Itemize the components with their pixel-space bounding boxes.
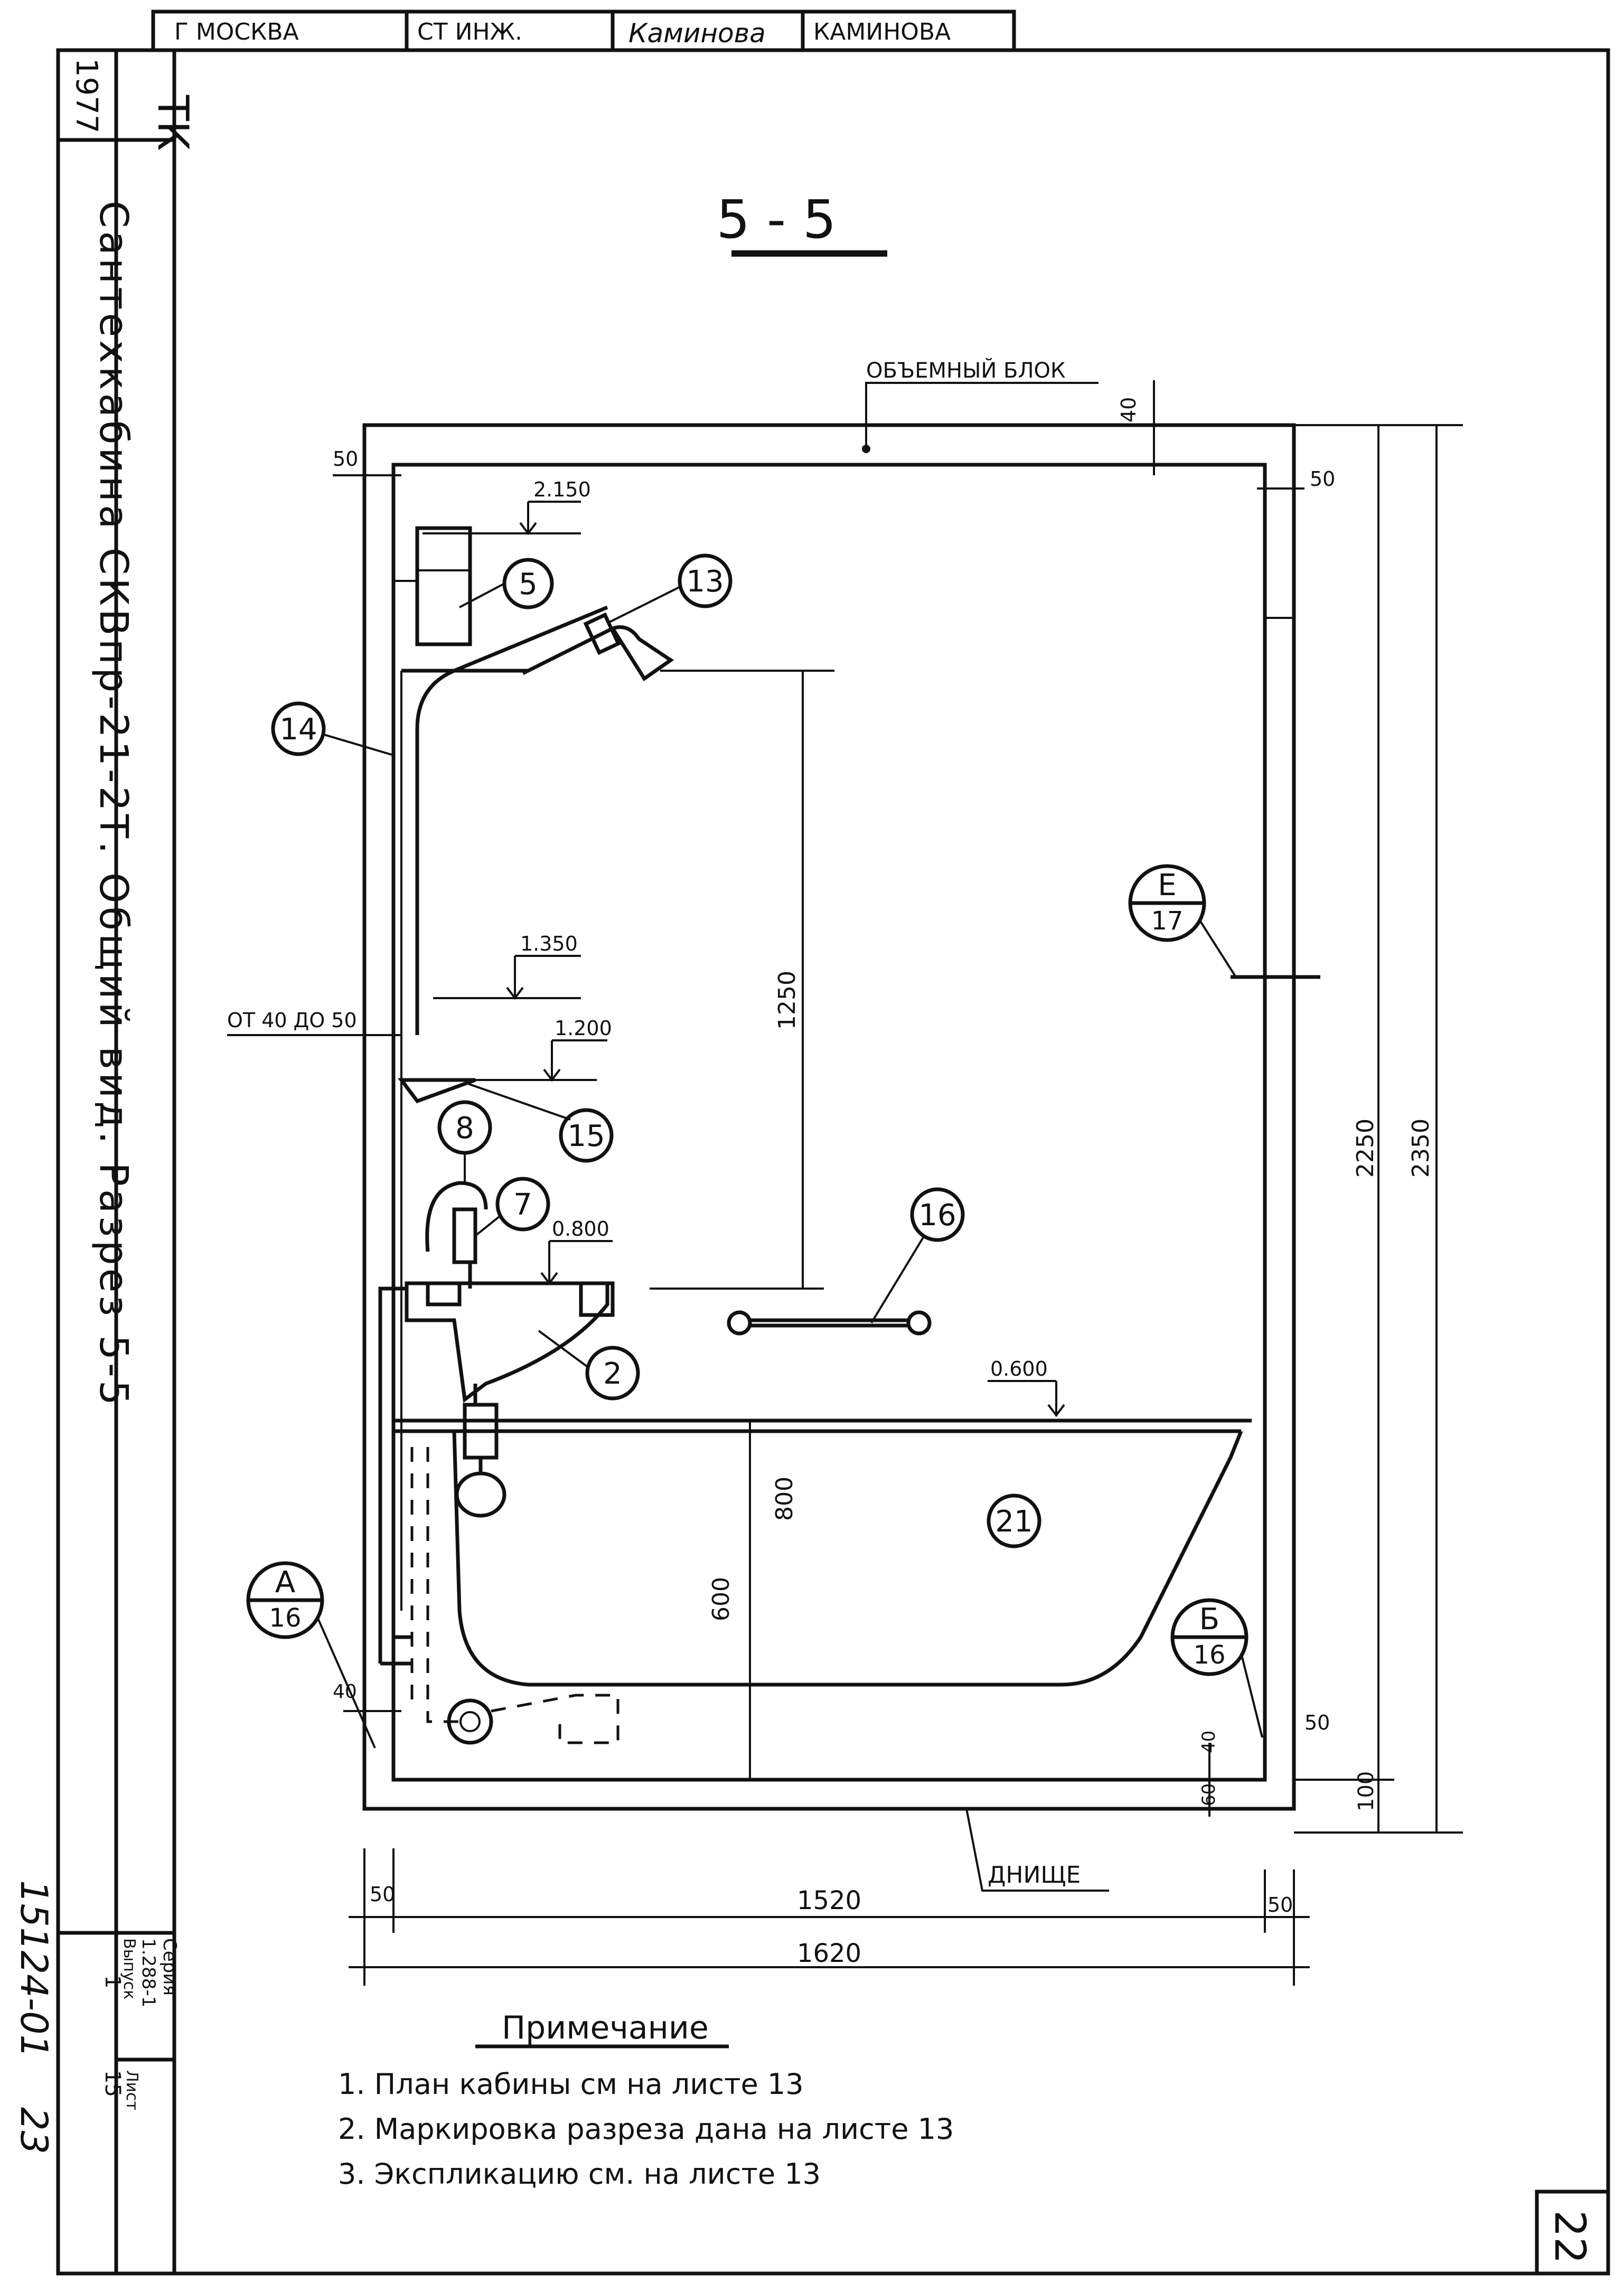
- signature-text: Каминова: [628, 18, 766, 49]
- svg-text:16: 16: [269, 1603, 301, 1633]
- svg-text:17: 17: [1151, 906, 1183, 936]
- svg-text:16: 16: [918, 1198, 956, 1233]
- callout-5: 5: [459, 558, 554, 609]
- section-title: 5 - 5: [717, 189, 837, 250]
- faucet-spout: [425, 1181, 488, 1252]
- year-text: 1977: [69, 58, 104, 134]
- top-strip: [151, 10, 1016, 52]
- dim-1250: 1250: [774, 971, 801, 1030]
- org-text: ТК: [148, 95, 198, 151]
- page-number-box: [1535, 2190, 1610, 2276]
- dim-40-top: 40: [1117, 397, 1140, 422]
- level-1200-mark: 1.200: [433, 1017, 612, 1082]
- washbasin: [405, 1281, 609, 1403]
- svg-text:7: 7: [513, 1188, 532, 1222]
- basin-bracket-left: [426, 1281, 462, 1307]
- dim-2350: 2350: [1407, 1119, 1434, 1178]
- bottom-label: ДНИЩЕ: [988, 1862, 1081, 1889]
- tub-drain: [447, 1698, 493, 1745]
- note-2: 2. Маркировка разреза дана на листе 13: [338, 2112, 954, 2146]
- archive-sub: 23: [12, 2107, 55, 2154]
- series-value: 1.288-1: [138, 1938, 159, 2007]
- svg-text:5: 5: [519, 567, 538, 602]
- level-0600: 0.600: [990, 1357, 1048, 1380]
- dim-50-left-w: 50: [370, 1883, 395, 1906]
- dim-100: 100: [1354, 1771, 1378, 1811]
- level-1350: 1.350: [520, 932, 578, 955]
- grab-bar: [727, 1310, 932, 1336]
- basin-bracket-right: [579, 1281, 615, 1317]
- callout-14: 14: [271, 701, 394, 756]
- level-2150-mark: 2.150: [423, 478, 591, 535]
- issue-label: Выпуск: [120, 1938, 138, 1999]
- description-text: Сантехкабина СКВпр-21-2Т. Общий вид. Раз…: [91, 201, 136, 1408]
- dim-1520: 1520: [797, 1886, 861, 1915]
- issue-value: 1: [100, 1975, 125, 1988]
- note-1: 1. План кабины см на листе 13: [338, 2068, 804, 2101]
- dim-50-left: 50: [333, 447, 358, 471]
- volume-block-label: ОБЪЕМНЫЙ БЛОК: [866, 358, 1065, 383]
- svg-text:16: 16: [1193, 1640, 1225, 1670]
- city-text: Г МОСКВА: [174, 18, 299, 45]
- water-pipe-1: [378, 1286, 393, 1664]
- callout-2: 2: [538, 1330, 640, 1401]
- svg-text:Е: Е: [1158, 868, 1176, 903]
- siphon-bulb: [455, 1471, 506, 1518]
- cabin-outer-wall: [362, 423, 1296, 1811]
- level-0600-mark: 0.600: [988, 1357, 1065, 1417]
- notes-heading: Примечание: [502, 2009, 709, 2046]
- archive-number: 15124-01: [12, 1880, 55, 2058]
- dim-50-right-low: 50: [1304, 1711, 1330, 1734]
- svg-text:15: 15: [567, 1119, 605, 1153]
- section-mark-e: Е 17: [1128, 864, 1237, 978]
- callout-15: 15: [559, 1108, 614, 1163]
- dim-1620: 1620: [797, 1939, 861, 1968]
- series-label: Серия: [159, 1938, 180, 1996]
- water-pipe-2: [391, 1286, 412, 1639]
- dim-50-right-w: 50: [1268, 1893, 1293, 1916]
- name-text: КАМИНОВА: [813, 18, 951, 45]
- volume-block-leader: [865, 382, 1099, 449]
- svg-text:2: 2: [603, 1357, 622, 1391]
- section-mark-a: А 16: [246, 1561, 376, 1749]
- shower-head: [609, 625, 674, 681]
- level-0800-mark: 0.800: [540, 1217, 613, 1285]
- dim-2250: 2250: [1352, 1119, 1379, 1178]
- shower-hose: [415, 605, 608, 1035]
- cabin-inner-wall: [391, 463, 1267, 1782]
- callout-13: 13: [607, 553, 733, 624]
- dim-50-right: 50: [1310, 467, 1335, 491]
- svg-text:Б: Б: [1199, 1602, 1219, 1637]
- callout-16: 16: [870, 1187, 965, 1324]
- shower-bar: [522, 626, 614, 675]
- callout-7: 7: [474, 1177, 550, 1237]
- bottom-leader: [965, 1808, 1109, 1892]
- electrical-box: [415, 526, 472, 646]
- dim-40-left-low: 40: [333, 1681, 357, 1703]
- svg-text:8: 8: [455, 1111, 474, 1145]
- dim-800: 800: [771, 1477, 798, 1521]
- role-text: СТ ИНЖ.: [417, 18, 522, 45]
- level-0800: 0.800: [552, 1217, 609, 1241]
- callout-21: 21: [987, 1493, 1041, 1548]
- sheet-label: Лист: [123, 2070, 141, 2110]
- level-2150: 2.150: [533, 478, 591, 501]
- sheet-value: 15: [100, 2070, 125, 2097]
- note-3: 3. Экспликацию см. на листе 13: [338, 2157, 821, 2191]
- faucet-body: [452, 1207, 477, 1264]
- svg-text:14: 14: [279, 712, 317, 747]
- shelf-15: [398, 1078, 476, 1104]
- svg-text:13: 13: [686, 565, 724, 599]
- gap-label: ОТ 40 ДО 50: [227, 1009, 357, 1032]
- svg-text:21: 21: [995, 1505, 1032, 1539]
- level-1350-mark: 1.350: [433, 932, 581, 1000]
- bathtub: [452, 1430, 1243, 1687]
- dim-600: 600: [708, 1577, 735, 1621]
- callout-8: 8: [437, 1100, 492, 1183]
- section-mark-b: Б 16: [1170, 1598, 1263, 1738]
- page-number: 22: [1545, 2210, 1594, 2264]
- svg-text:А: А: [275, 1565, 295, 1600]
- level-1200: 1.200: [555, 1017, 612, 1040]
